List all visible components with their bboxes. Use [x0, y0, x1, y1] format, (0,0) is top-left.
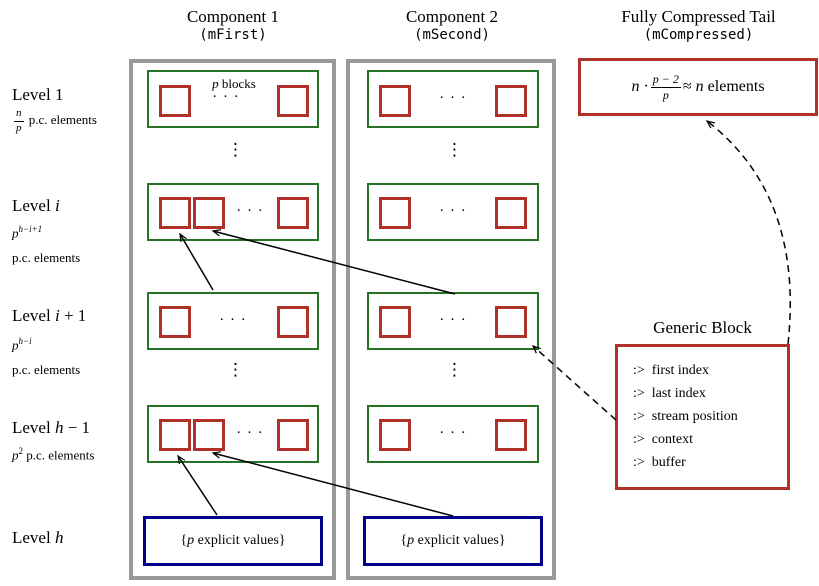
level-i-count2: p.c. elements: [12, 250, 81, 265]
c1-levelh1-block-second: [193, 419, 225, 451]
level-h1-count: p2 p.c. elements: [12, 446, 95, 463]
c1-leveli-ellipsis: · · ·: [236, 203, 264, 219]
c1-leveli-block-first: [159, 197, 191, 229]
c2-leveli-block-first: [379, 197, 411, 229]
field-context: :>context: [633, 432, 694, 447]
field-stream-position: :>stream position: [633, 409, 738, 424]
component1-subtitle: (mFirst): [199, 27, 267, 44]
level-i1-count: ph−i: [12, 336, 32, 353]
c2-explicit-values-box: {p explicit values}: [363, 516, 543, 566]
c1-levelh1-block-last: [277, 419, 309, 451]
field-first-index: :>first index: [633, 363, 709, 378]
c1-leveli1-block-last: [277, 306, 309, 338]
c1-level1-ellipsis: · · ·: [212, 89, 240, 105]
c1-levelh1-block-first: [159, 419, 191, 451]
c1-explicit-values-box: {p explicit values}: [143, 516, 323, 566]
c1-vdots-lower: ⋮: [227, 360, 244, 380]
c1-vdots-upper: ⋮: [227, 140, 244, 160]
tail-title: Fully Compressed Tail: [621, 7, 776, 26]
level-i-title: Level i: [12, 196, 60, 215]
component2-header: Component 2 (mSecond): [347, 6, 557, 45]
level-h-title: Level h: [12, 528, 64, 547]
component1-header: Component 1 (mFirst): [130, 6, 336, 45]
c2-leveli1-block-first: [379, 306, 411, 338]
c2-level1-block-first: [379, 85, 411, 117]
c1-level1-block-first: [159, 85, 191, 117]
tail-subtitle: (mCompressed): [643, 27, 754, 44]
c2-leveli-block-last: [495, 197, 527, 229]
c1-leveli1-block-first: [159, 306, 191, 338]
component2-subtitle: (mSecond): [414, 27, 490, 44]
c2-leveli-ellipsis: · · ·: [439, 203, 467, 219]
c2-explicit-values-text: {p explicit values}: [400, 533, 506, 548]
c1-leveli1-ellipsis: · · ·: [219, 312, 247, 328]
generic-block-box: :>first index :>last index :>stream posi…: [615, 344, 790, 490]
c2-vdots-upper: ⋮: [446, 140, 463, 160]
c2-vdots-lower: ⋮: [446, 360, 463, 380]
c2-level1-block-last: [495, 85, 527, 117]
level-i1-count2: p.c. elements: [12, 362, 81, 377]
dashed-arrow-generic-to-compressed: [705, 120, 791, 345]
c1-level1-block-last: [277, 85, 309, 117]
c2-levelh1-block-first: [379, 419, 411, 451]
p-blocks-label: p blocks: [212, 76, 256, 91]
c2-leveli1-ellipsis: · · ·: [439, 312, 467, 328]
c1-leveli-block-last: [277, 197, 309, 229]
level-h1-title: Level h − 1: [12, 418, 91, 437]
level-i1-title: Level i + 1: [12, 306, 87, 325]
c2-levelh1-ellipsis: · · ·: [439, 425, 467, 441]
c2-leveli1-block-last: [495, 306, 527, 338]
c1-levelh1-ellipsis: · · ·: [236, 425, 264, 441]
tail-header: Fully Compressed Tail (mCompressed): [578, 6, 819, 45]
c2-level1-ellipsis: · · ·: [439, 90, 467, 106]
generic-block-fields: :>first index :>last index :>stream posi…: [618, 347, 787, 474]
c2-levelh1-block-last: [495, 419, 527, 451]
field-buffer: :>buffer: [633, 455, 686, 470]
component2-title: Component 2: [405, 7, 499, 26]
level-1-title: Level 1: [12, 85, 64, 104]
field-last-index: :>last index: [633, 386, 706, 401]
component1-title: Component 1: [186, 7, 280, 26]
c1-explicit-values-text: {p explicit values}: [180, 533, 286, 548]
level-i-count: ph−i+1: [12, 224, 43, 241]
generic-block-title: Generic Block: [653, 318, 752, 337]
c1-leveli-block-second: [193, 197, 225, 229]
